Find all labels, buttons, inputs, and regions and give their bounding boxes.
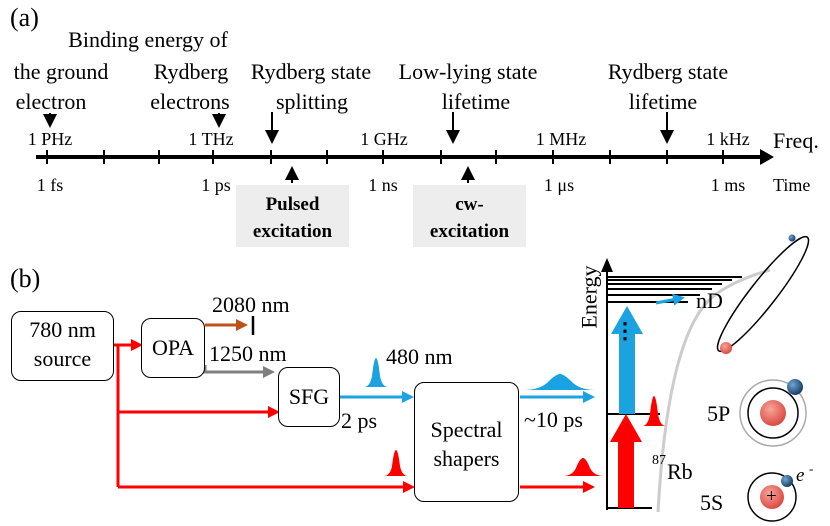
label-ground: the ground xyxy=(13,59,109,84)
wavelength-1250: 1250 nm xyxy=(209,341,287,366)
level-5s-label: 5S xyxy=(700,490,724,515)
label-rydberg: Rydberg xyxy=(153,59,229,84)
spectral-shapers-line1: Spectral xyxy=(430,417,503,442)
freq-axis-label: Freq. xyxy=(773,128,819,153)
time-axis-label: Time xyxy=(773,175,811,195)
rydberg-atom-icon xyxy=(716,234,810,354)
axis-ticks xyxy=(46,150,724,164)
atom-5s-icon xyxy=(747,472,797,522)
wavelength-2080: 2080 nm xyxy=(212,292,290,317)
label-splitting: splitting xyxy=(275,89,349,114)
energy-axis-label: Energy xyxy=(576,265,602,329)
opa-label: OPA xyxy=(152,335,194,360)
label-rydberg-state-1: Rydberg state xyxy=(250,59,372,84)
time-tick-label: 1 ns xyxy=(368,175,398,195)
isotope-mass: 87 xyxy=(652,453,666,468)
freq-tick-label: 1 kHz xyxy=(706,129,750,149)
cw-excitation-box xyxy=(413,185,526,247)
source-line1: 780 nm xyxy=(29,317,96,342)
cw-excitation-line2: excitation xyxy=(429,221,510,242)
opa-box xyxy=(141,318,205,378)
blue-transition-arrow xyxy=(619,332,635,414)
label-electrons: electrons xyxy=(150,89,230,114)
source-line2: source xyxy=(33,346,92,371)
electron-charge: - xyxy=(809,461,814,476)
ellipsis-dots: ⋮ xyxy=(614,318,636,343)
pulse-blue-narrow xyxy=(364,358,388,387)
nd-pointer-arrow xyxy=(655,293,685,306)
sfg-box xyxy=(278,367,340,427)
level-5p-label: 5P xyxy=(707,401,731,426)
isotope-symbol: Rb xyxy=(667,459,693,484)
label-binding-energy: Binding energy of xyxy=(68,27,228,52)
time-tick-label: 1 fs xyxy=(36,175,64,195)
level-nd-label: nD xyxy=(696,288,723,313)
timeline-arrows xyxy=(43,112,674,183)
red-line-shape xyxy=(642,396,666,426)
nucleus-plus: + xyxy=(766,486,777,507)
pulse-blue-broad xyxy=(523,374,596,390)
duration-10ps: ~10 ps xyxy=(524,407,583,432)
energy-axis-arrowhead xyxy=(601,258,613,272)
frequency-axis-arrowhead xyxy=(760,149,774,165)
laser-source-box xyxy=(11,311,114,381)
freq-tick-label: 1 THz xyxy=(188,129,234,149)
red-transition-arrowhead xyxy=(610,414,642,442)
duration-2ps: 2 ps xyxy=(341,408,378,433)
label-low-lying: Low-lying state xyxy=(398,59,538,84)
spectral-shapers-box xyxy=(414,382,519,502)
sfg-label: SFG xyxy=(288,384,330,409)
label-lifetime-1: lifetime xyxy=(441,89,511,114)
panel-b-label: (b) xyxy=(10,264,41,293)
wavelength-480: 480 nm xyxy=(386,344,453,369)
label-electron: electron xyxy=(15,89,87,114)
red-transition-arrow xyxy=(618,440,634,508)
freq-tick-label: 1 GHz xyxy=(360,129,408,149)
pulsed-excitation-line1: Pulsed xyxy=(265,194,320,215)
label-rydberg-state-2: Rydberg state xyxy=(607,59,729,84)
spectral-shapers-line2: shapers xyxy=(433,446,500,471)
label-lifetime-2: lifetime xyxy=(628,89,698,114)
gray-beam-1250 xyxy=(203,365,275,378)
electron-symbol: e xyxy=(796,465,805,486)
pulse-red-broad xyxy=(563,458,604,476)
time-tick-label: 1 ms xyxy=(710,175,746,195)
panel-a-label: (a) xyxy=(10,3,39,32)
potential-curve xyxy=(656,268,771,513)
pulse-red-narrow xyxy=(384,450,408,476)
time-tick-label: 1 μs xyxy=(543,175,575,195)
freq-tick-label: 1 PHz xyxy=(27,129,73,149)
cw-excitation-line1: cw- xyxy=(455,194,484,215)
pulsed-excitation-box xyxy=(236,185,349,247)
red-beams xyxy=(114,339,595,493)
pulsed-excitation-line2: excitation xyxy=(252,221,333,242)
blue-transition-arrowhead xyxy=(611,306,643,334)
freq-tick-label: 1 MHz xyxy=(535,129,587,149)
time-tick-label: 1 ps xyxy=(201,175,231,195)
atom-5p-icon xyxy=(739,379,807,447)
